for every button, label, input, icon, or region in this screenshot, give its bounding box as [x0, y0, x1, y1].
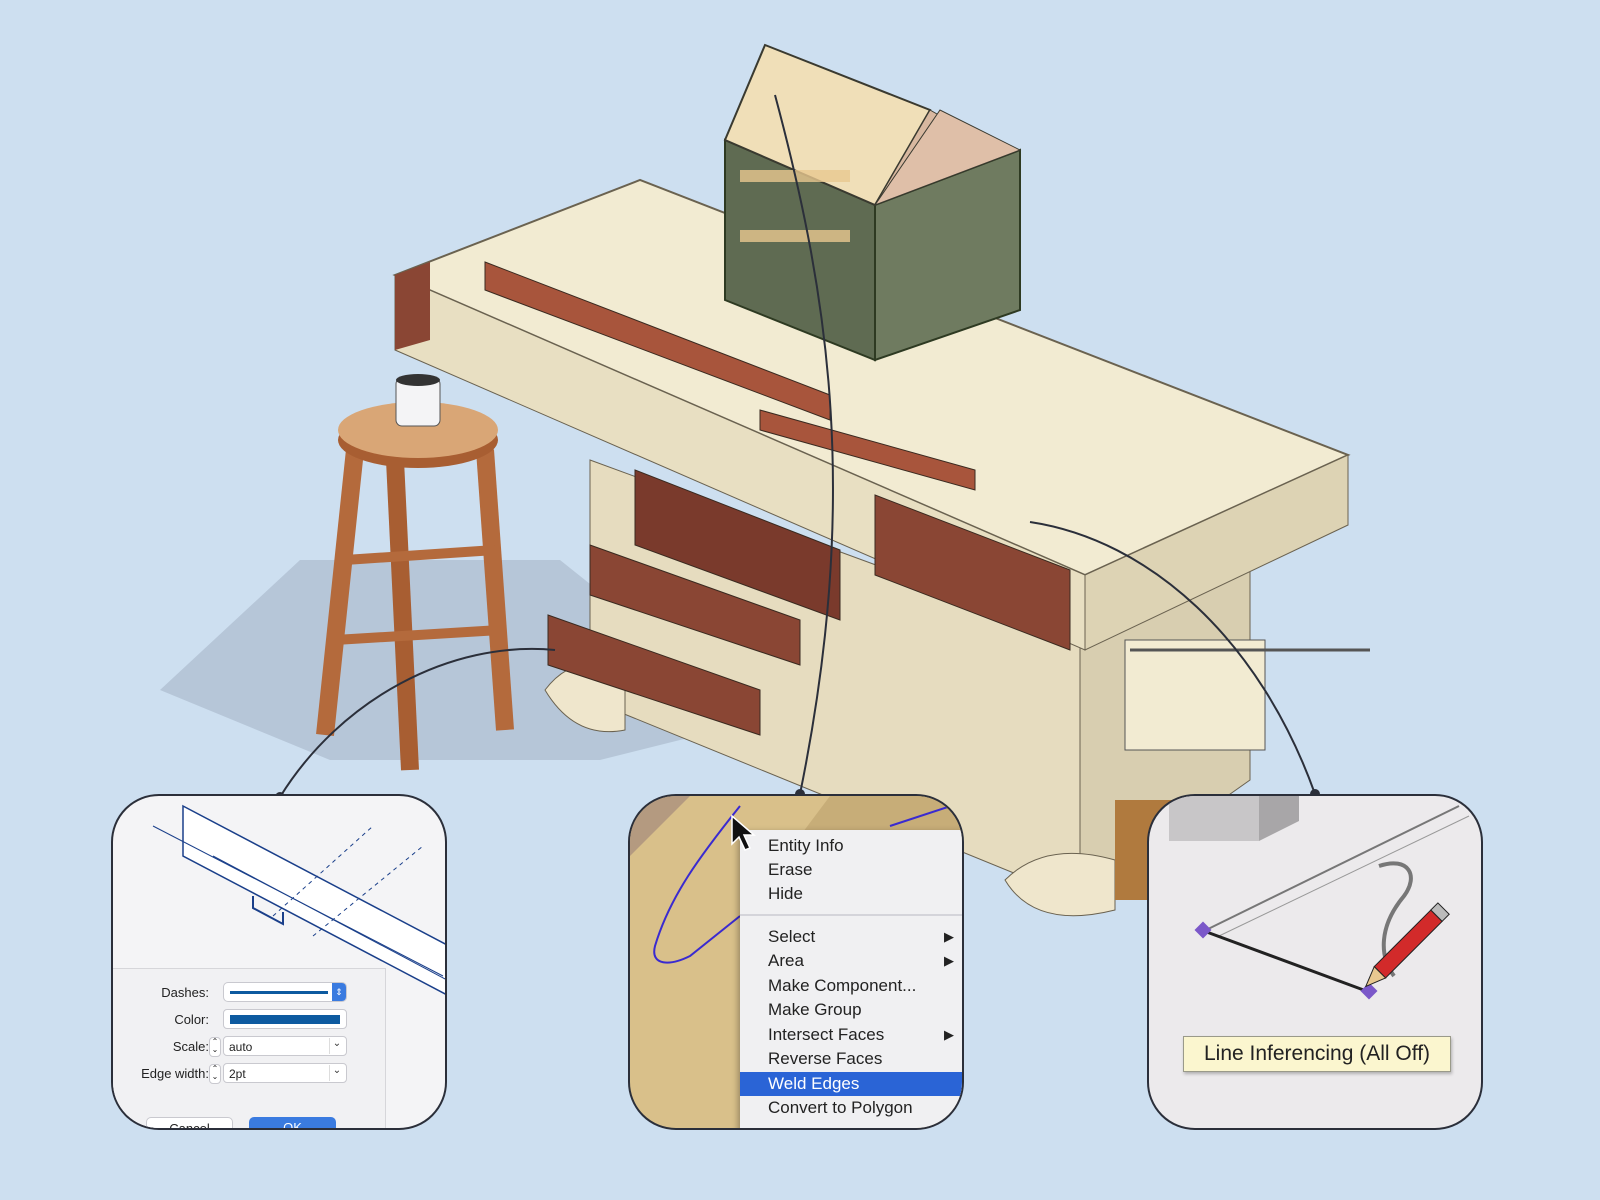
drawer — [589, 544, 801, 666]
connector-line — [1029, 521, 1316, 795]
edge-width-select[interactable]: 2pt ⌄ — [223, 1063, 347, 1083]
drawer — [547, 614, 761, 736]
scale-select[interactable]: auto ⌄ — [223, 1036, 347, 1056]
front-vise — [874, 494, 1071, 651]
menu-item-convert-to-polygon[interactable]: Convert to Polygon — [768, 1098, 913, 1117]
edge-width-row: Edge width: ⌃⌄ 2pt ⌄ — [113, 1063, 385, 1085]
stool — [316, 374, 514, 771]
updown-icon: ⇕ — [332, 983, 346, 1001]
scale-value: auto — [229, 1040, 253, 1054]
color-swatch[interactable] — [223, 1009, 347, 1029]
submenu-arrow-icon: ▶ — [944, 1027, 954, 1042]
menu-separator — [740, 914, 962, 916]
dollhouse — [723, 43, 1022, 362]
inference-drawing — [1169, 796, 1470, 1000]
menu-item-make-group[interactable]: Make Group — [768, 1000, 862, 1019]
menu-item-intersect-faces[interactable]: Intersect Faces▶ — [740, 1023, 962, 1047]
edge-width-label: Edge width: — [141, 1066, 209, 1081]
inference-tooltip: Line Inferencing (All Off) — [1183, 1036, 1451, 1072]
menu-item-select[interactable]: Select▶ — [740, 925, 962, 949]
dashes-label: Dashes: — [161, 985, 209, 1000]
scale-row: Scale: ⌃⌄ auto ⌄ — [113, 1036, 385, 1058]
dashes-row: Dashes: ⇕ — [113, 982, 385, 1004]
scale-stepper[interactable]: ⌃⌄ — [209, 1037, 221, 1057]
submenu-arrow-icon: ▶ — [944, 929, 954, 944]
curve-face — [630, 796, 962, 964]
cancel-button[interactable]: Cancel — [146, 1117, 233, 1128]
menu-item-entity-info[interactable]: Entity Info — [768, 836, 844, 855]
menu-item-weld-edges[interactable]: Weld Edges — [740, 1072, 962, 1096]
menu-item-make-component[interactable]: Make Component... — [768, 976, 917, 995]
edge-width-value: 2pt — [229, 1067, 246, 1081]
menu-item-area[interactable]: Area▶ — [740, 949, 962, 973]
connector-line — [774, 94, 834, 795]
pencil-icon — [1364, 902, 1450, 988]
context-menu-callout: Entity Info Erase Hide Select▶ Area▶ Mak… — [628, 794, 964, 1130]
submenu-arrow-icon: ▶ — [944, 953, 954, 968]
scale-label: Scale: — [172, 1039, 209, 1054]
edge-style-callout: Dashes: ⇕ Color: Scale: ⌃⌄ auto ⌄ Edge wi… — [111, 794, 447, 1130]
menu-item-hide[interactable]: Hide — [768, 884, 803, 903]
edge-width-stepper[interactable]: ⌃⌄ — [209, 1064, 221, 1084]
ok-button[interactable]: OK — [249, 1117, 336, 1128]
drawer-wireframe — [152, 804, 445, 995]
menu-item-erase[interactable]: Erase — [768, 860, 813, 879]
drawer — [634, 469, 841, 621]
cursor-arrow-icon — [731, 814, 757, 851]
line-inference-callout: Line Inferencing (All Off) — [1147, 794, 1483, 1130]
context-menu: Entity Info Erase Hide Select▶ Area▶ Mak… — [740, 830, 962, 1128]
connector-line — [279, 647, 556, 798]
chevron-down-icon: ⌄ — [329, 1065, 344, 1081]
style-dialog: Dashes: ⇕ Color: Scale: ⌃⌄ auto ⌄ Edge wi… — [113, 968, 386, 1128]
chevron-down-icon: ⌄ — [329, 1038, 344, 1054]
color-row: Color: — [113, 1009, 385, 1031]
color-label: Color: — [174, 1012, 209, 1027]
menu-item-reverse-faces[interactable]: Reverse Faces — [768, 1049, 883, 1068]
dashes-select[interactable]: ⇕ — [223, 982, 347, 1002]
